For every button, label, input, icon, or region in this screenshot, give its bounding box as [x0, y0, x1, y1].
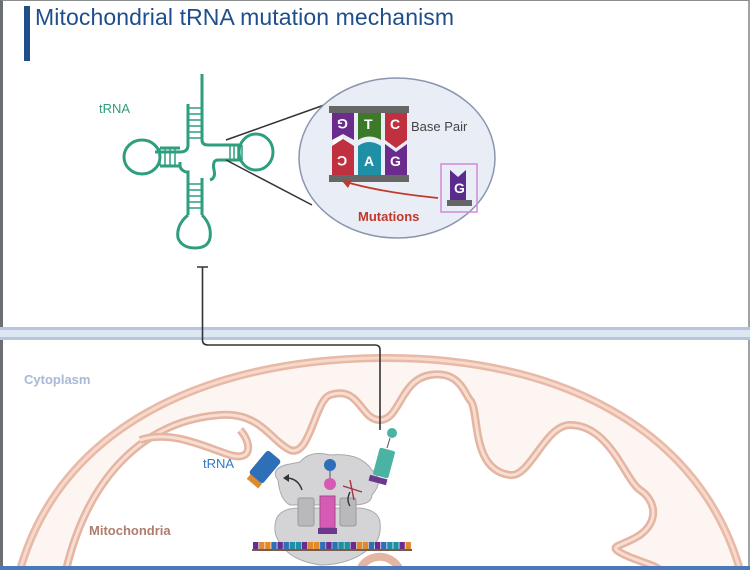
trna-label-bottom: tRNA — [203, 456, 235, 471]
base-letter-top-1: G — [337, 116, 348, 132]
mrna-nucleotide — [283, 542, 289, 549]
mrna-nucleotide — [295, 542, 302, 549]
base-pair-ladder — [329, 106, 409, 182]
mrna-nucleotide — [320, 542, 326, 549]
mrna-nucleotide — [253, 542, 259, 549]
mrna-nucleotide — [338, 542, 344, 549]
mrna-nucleotide — [381, 542, 387, 549]
base-letter-bottom-3: G — [390, 153, 401, 169]
mutant-base — [440, 163, 478, 213]
mrna-nucleotide — [399, 542, 405, 549]
base-bottom-3 — [385, 144, 407, 175]
ribosome-trna — [318, 459, 337, 534]
incoming-trna — [368, 428, 397, 486]
mrna-nucleotide — [393, 542, 399, 549]
mutations-label: Mutations — [358, 209, 420, 224]
mrna-nucleotide — [326, 542, 332, 549]
mrna-nucleotide — [375, 542, 381, 549]
mrna-nucleotide — [259, 542, 265, 549]
base-bottom-1 — [332, 139, 354, 175]
mrna-nucleotide — [350, 542, 356, 549]
cytoplasm-label: Cytoplasm — [24, 372, 91, 387]
blocked-entry-mark — [342, 479, 363, 507]
bottom-strip — [0, 566, 750, 570]
trna-label-top: tRNA — [99, 101, 131, 116]
title-accent-bar — [24, 6, 30, 61]
cell-membrane — [0, 327, 750, 340]
mrna-nucleotide — [387, 542, 393, 549]
mrna-nucleotide — [368, 542, 375, 549]
exiting-trna — [246, 450, 303, 491]
zoom-line-bottom — [225, 159, 313, 206]
mrna-nucleotide — [356, 542, 363, 549]
base-letter-top-2: T — [364, 116, 373, 132]
base-top-2 — [358, 113, 381, 140]
mrna-nucleotide — [301, 542, 308, 549]
trna-cloverleaf — [122, 74, 275, 250]
mrna-nucleotide — [314, 542, 320, 549]
mitochondria-label: Mitochondria — [89, 523, 171, 538]
base-letter-bottom-1: C — [337, 153, 348, 169]
mrna-nucleotide — [362, 542, 369, 549]
mutant-base-letter: G — [454, 180, 465, 196]
mrna-nucleotide — [289, 542, 295, 549]
mrna-nucleotide — [277, 542, 283, 549]
base-letter-top-3: C — [390, 116, 401, 132]
page-title: Mitochondrial tRNA mutation mechanism — [35, 4, 455, 30]
mrna-nucleotide — [307, 542, 314, 549]
base-letter-bottom-2: A — [364, 153, 375, 169]
zoom-line-top — [225, 103, 328, 141]
mutation-arrowhead — [342, 180, 352, 188]
mrna-nucleotide — [265, 542, 271, 549]
base-pair-label: Base Pair — [411, 119, 468, 134]
base-top-3 — [385, 113, 407, 148]
base-bottom-2 — [358, 142, 381, 175]
mrna-backbone — [252, 549, 412, 551]
mrna-nucleotide — [271, 542, 277, 549]
mutation-arrow — [345, 181, 439, 199]
mrna-nucleotide — [405, 542, 411, 549]
connector-line — [197, 266, 381, 430]
mrna-strand — [252, 542, 412, 551]
mrna-nucleotide — [344, 542, 350, 549]
mrna-nucleotide — [332, 542, 338, 549]
base-top-1 — [332, 113, 354, 140]
